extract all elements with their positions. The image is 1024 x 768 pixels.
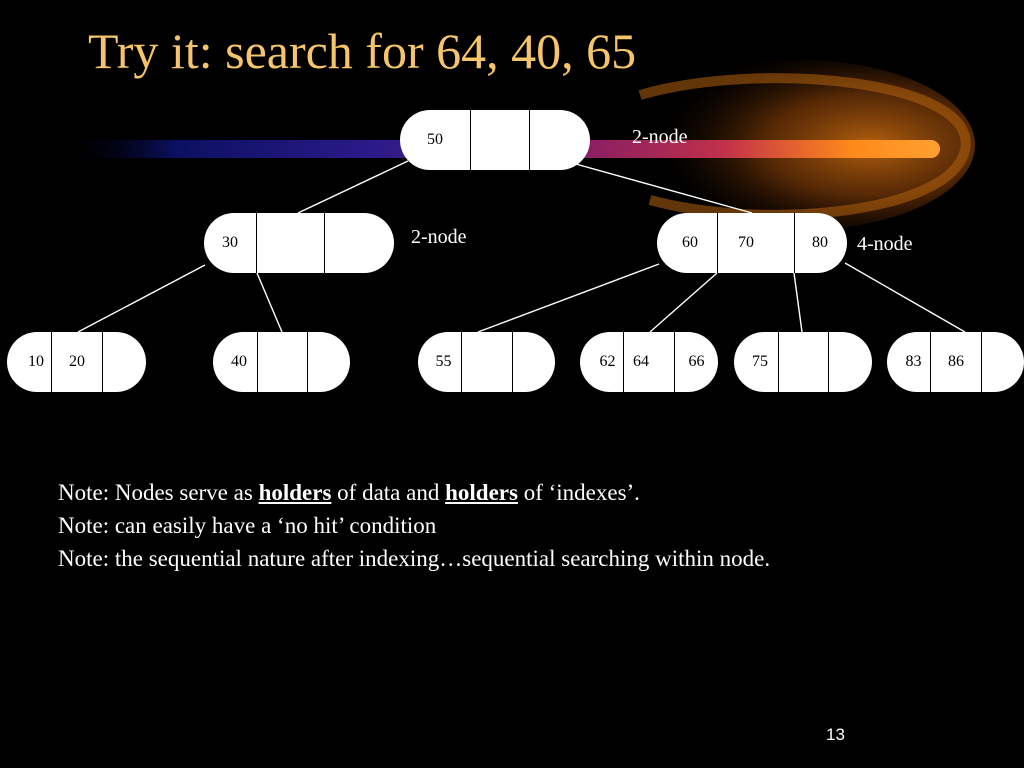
node-divider	[51, 332, 52, 392]
note-line-2: Note: can easily have a ‘no hit’ conditi…	[58, 513, 437, 538]
node-divider	[324, 213, 325, 273]
node-divider	[981, 332, 982, 392]
node-divider	[529, 110, 530, 170]
page-number: 13	[826, 725, 845, 744]
edge-root-to-30	[297, 160, 409, 214]
node-key	[308, 332, 350, 392]
node-key: 86	[948, 353, 964, 370]
note-emphasis: holders	[258, 480, 332, 505]
node-key	[325, 213, 394, 273]
node-key	[103, 332, 146, 392]
slide-title: Try it: search for 64, 40, 65	[88, 23, 637, 79]
note-text: Note: Nodes serve as	[58, 480, 259, 505]
tree-leaf-62-64-66: 62 64 66	[580, 332, 718, 392]
tree-leaf-75: 75	[734, 332, 872, 392]
node-key: 60	[682, 234, 698, 251]
tree-node-30: 30	[204, 213, 394, 273]
node-divider	[794, 213, 795, 273]
tree-leaf-55: 55	[418, 332, 555, 392]
node-key: 30	[222, 234, 238, 251]
node-type-label-60-70-80: 4-node	[857, 233, 913, 255]
node-key	[530, 110, 590, 170]
edge-30-to-40	[256, 272, 283, 333]
node-divider	[102, 332, 103, 392]
notes-block: Note: Nodes serve as holders of data and…	[58, 476, 770, 575]
note-text: of ‘indexes’.	[517, 480, 640, 505]
note-emphasis: holders	[445, 480, 518, 505]
node-key: 64	[633, 353, 649, 370]
node-key	[257, 213, 324, 273]
edge-80-to-83-86	[844, 262, 966, 333]
node-divider	[256, 213, 257, 273]
node-key	[471, 110, 529, 170]
node-divider	[828, 332, 829, 392]
node-key: 83	[905, 353, 922, 370]
node-divider	[930, 332, 931, 392]
node-key	[258, 332, 307, 392]
node-divider	[623, 332, 624, 392]
node-divider	[461, 332, 462, 392]
node-key: 50	[427, 131, 443, 148]
node-key: 75	[752, 353, 768, 370]
tree-leaf-83-86: 83 86	[887, 332, 1024, 392]
node-divider	[470, 110, 471, 170]
node-key	[829, 332, 872, 392]
node-key: 10	[28, 353, 44, 370]
node-divider	[717, 213, 718, 273]
edge-30-to-10-20	[77, 264, 206, 333]
tree-node-root: 50	[400, 110, 590, 170]
edge-70-to-62-64-66	[649, 272, 718, 333]
note-line-3: Note: the sequential nature after indexi…	[58, 546, 771, 571]
edge-60-to-55	[477, 263, 660, 333]
node-key	[513, 332, 555, 392]
node-divider	[257, 332, 258, 392]
node-key: 20	[69, 353, 85, 370]
node-key	[982, 332, 1024, 392]
node-divider	[778, 332, 779, 392]
edge-80-to-75	[793, 272, 803, 333]
node-key: 66	[688, 353, 705, 370]
node-key: 55	[435, 353, 452, 370]
node-key: 40	[231, 353, 247, 370]
tree-node-60-70-80: 60 70 80	[657, 213, 847, 273]
note-line-1: Note: Nodes serve as holders of data and…	[58, 476, 770, 509]
note-text: of data and	[331, 480, 446, 505]
tree-leaf-40: 40	[213, 332, 350, 392]
node-key	[462, 332, 512, 392]
node-type-label-root: 2-node	[632, 126, 688, 148]
node-key: 70	[738, 234, 754, 251]
node-divider	[307, 332, 308, 392]
node-key: 80	[812, 234, 828, 251]
node-type-label-30: 2-node	[411, 226, 467, 248]
tree-leaf-10-20: 10 20	[7, 332, 146, 392]
node-divider	[674, 332, 675, 392]
edge-root-to-60-70-80	[564, 160, 753, 214]
node-divider	[512, 332, 513, 392]
node-key: 62	[599, 353, 616, 370]
node-key	[779, 332, 828, 392]
